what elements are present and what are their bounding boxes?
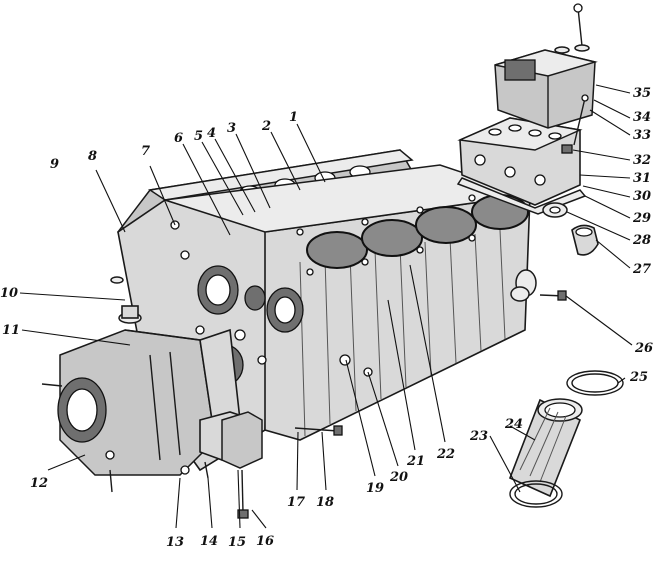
- callout-26: 26: [634, 341, 653, 356]
- callout-21: 21: [406, 454, 425, 469]
- side-ribs: [299, 229, 506, 437]
- callout-7: 7: [141, 144, 150, 159]
- callout-33: 33: [633, 128, 651, 143]
- cover-flange: [510, 269, 567, 302]
- callout-11: 11: [2, 323, 20, 338]
- callout-23: 23: [469, 429, 488, 444]
- callout-30: 30: [633, 189, 651, 204]
- callout-25: 25: [629, 370, 648, 385]
- callout-14: 14: [200, 534, 218, 549]
- callout-1: 1: [289, 110, 298, 125]
- callout-12: 12: [30, 476, 48, 491]
- callout-28: 28: [632, 233, 651, 248]
- callout-6: 6: [174, 131, 183, 146]
- callout-9: 9: [50, 157, 59, 172]
- callout-19: 19: [366, 481, 384, 496]
- callout-29: 29: [632, 211, 651, 226]
- callout-10: 10: [0, 286, 18, 301]
- callout-20: 20: [389, 470, 408, 485]
- gear-cover-housing: [41, 276, 241, 493]
- callout-3: 3: [227, 121, 236, 136]
- callout-32: 32: [633, 153, 651, 168]
- cylinder-bore: [361, 219, 423, 257]
- callout-15: 15: [228, 535, 246, 550]
- callout-27: 27: [632, 262, 651, 277]
- callout-18: 18: [316, 495, 334, 510]
- bracket-parts: [199, 411, 343, 519]
- callout-16: 16: [256, 534, 274, 549]
- callout-22: 22: [436, 447, 455, 462]
- water-elbow: [542, 202, 599, 256]
- callout-35: 35: [633, 86, 651, 101]
- leader-lines: [19, 84, 633, 529]
- callout-numbers: 1 2 3 4 5 6 7 8 9 10 11 12 13 14 15 16 1…: [0, 86, 653, 550]
- cylinder-head-assembly: [456, 3, 598, 215]
- cylinder-bore: [306, 231, 368, 269]
- callout-8: 8: [88, 149, 97, 164]
- callout-24: 24: [504, 417, 523, 432]
- cylinder-liner: [508, 370, 624, 508]
- callout-5: 5: [194, 129, 203, 144]
- callout-17: 17: [287, 495, 305, 510]
- callout-2: 2: [261, 119, 271, 134]
- callout-13: 13: [166, 535, 184, 550]
- callout-34: 34: [633, 110, 651, 125]
- callout-31: 31: [633, 171, 651, 186]
- cylinder-bore: [415, 206, 477, 244]
- callout-4: 4: [207, 126, 216, 141]
